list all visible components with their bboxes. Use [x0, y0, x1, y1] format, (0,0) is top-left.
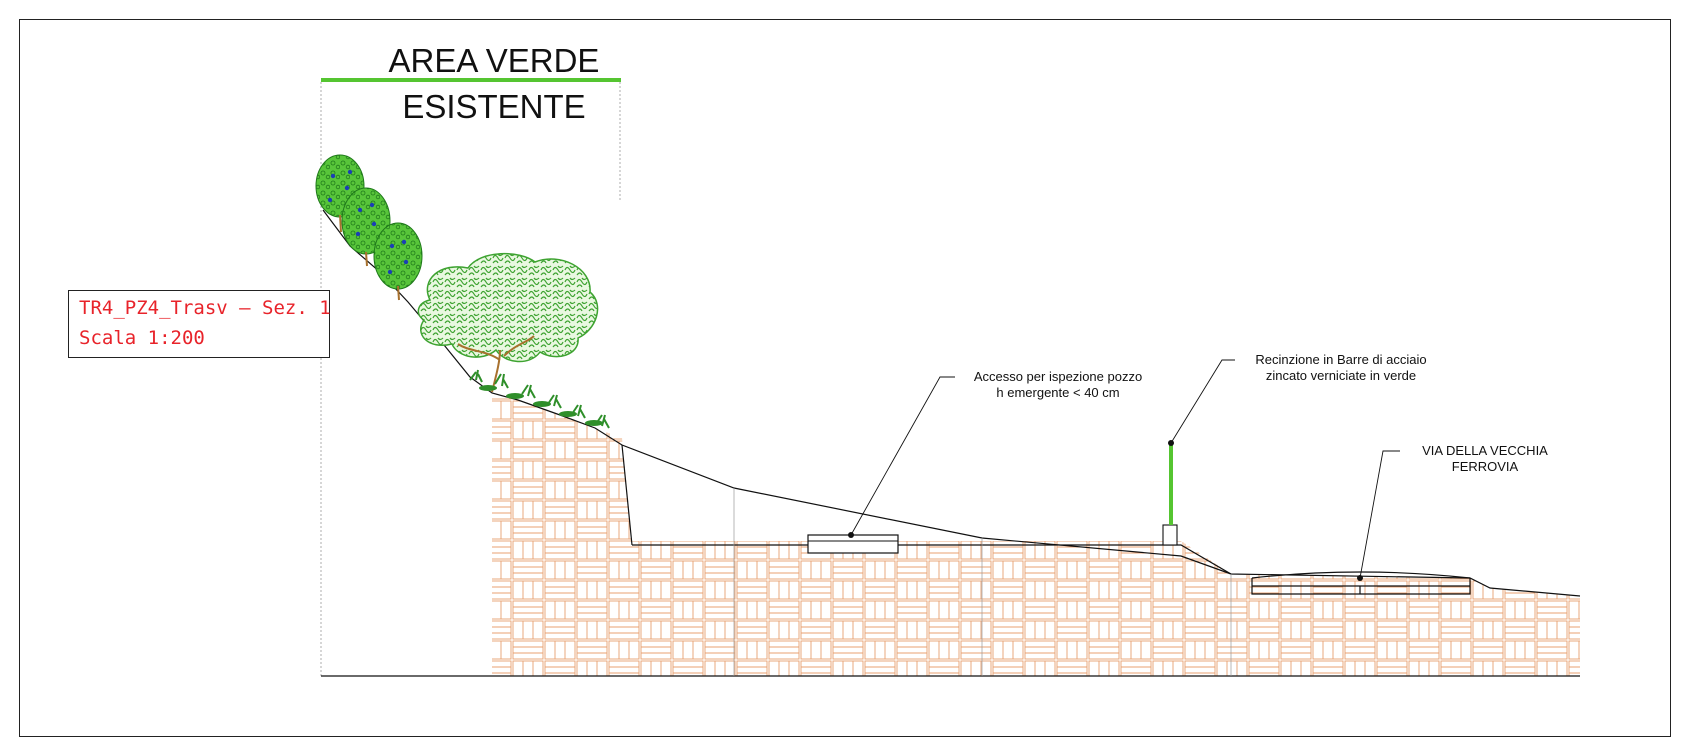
tree-canopy-icon: [417, 252, 599, 393]
road-label-line1: VIA DELLA VECCHIA: [1422, 443, 1548, 458]
inspection-label-line1: Accesso per ispezione pozzo: [973, 369, 1143, 384]
fence-base: [1162, 524, 1178, 546]
section-id: TR4_PZ4_Trasv – Sez. 1: [79, 297, 331, 319]
title-accent-bar: [321, 78, 621, 82]
inspection-label: Accesso per ispezione pozzo h emergente …: [958, 369, 1158, 401]
road-label: VIA DELLA VECCHIA FERROVIA: [1400, 443, 1570, 475]
road-leader: [1359, 450, 1400, 579]
cut-face: [621, 444, 633, 546]
drawing-frame: [19, 19, 1671, 737]
ground-fill: [492, 393, 1580, 676]
road-label-line2: FERROVIA: [1451, 459, 1519, 474]
platform-top: [632, 544, 1581, 597]
title-line1: AREA VERDE: [388, 42, 600, 79]
fence-label: Recinzione in Barre di acciaio zincato v…: [1236, 352, 1446, 384]
road-section: [1251, 571, 1471, 595]
section-reference-box: TR4_PZ4_Trasv – Sez. 1 Scala 1:200: [68, 290, 331, 358]
section-scale: Scala 1:200: [79, 327, 205, 349]
fence-post: [1169, 443, 1173, 525]
fence-leader: [1170, 359, 1235, 444]
fence-label-line1: Recinzione in Barre di acciaio: [1255, 352, 1427, 367]
inspection-label-line2: h emergente < 40 cm: [996, 385, 1120, 400]
inspection-manhole: [807, 534, 899, 554]
inspection-leader: [850, 376, 955, 536]
shrub-icon: [315, 154, 423, 301]
fence-label-line2: zincato verniciate in verde: [1265, 368, 1417, 383]
title-line2: ESISTENTE: [402, 88, 586, 125]
